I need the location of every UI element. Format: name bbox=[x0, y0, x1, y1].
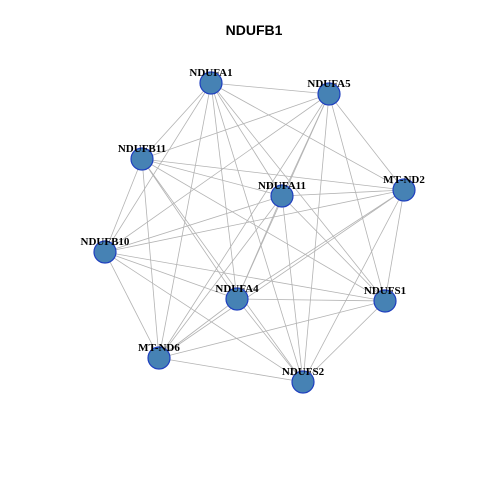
node-NDUFA4[interactable]: NDUFA4 bbox=[215, 283, 259, 311]
node-circle-NDUFB10[interactable] bbox=[93, 240, 117, 264]
node-label-NDUFS1: NDUFS1 bbox=[364, 285, 406, 297]
edge-NDUFB11-NDUFB10 bbox=[104, 158, 143, 253]
edge-NDUFB11-MT-ND6 bbox=[141, 158, 160, 359]
edge-NDUFB10-MT-ND6 bbox=[104, 251, 160, 359]
node-circle-NDUFS2[interactable] bbox=[291, 370, 315, 394]
edge-NDUFB11-NDUFA11 bbox=[141, 158, 283, 197]
edge-NDUFA1-MT-ND2 bbox=[210, 82, 405, 191]
edge-NDUFA1-NDUFB10 bbox=[104, 82, 212, 253]
node-circle-NDUFA5[interactable] bbox=[317, 82, 341, 106]
node-label-NDUFA11: NDUFA11 bbox=[258, 180, 306, 192]
node-label-NDUFA1: NDUFA1 bbox=[189, 67, 232, 79]
edge-NDUFB11-MT-ND2 bbox=[141, 158, 405, 191]
node-NDUFB11[interactable]: NDUFB11 bbox=[118, 143, 166, 171]
edge-NDUFA1-NDUFA11 bbox=[210, 82, 283, 197]
node-circle-NDUFA1[interactable] bbox=[199, 71, 223, 95]
edge-NDUFA1-NDUFB11 bbox=[141, 82, 212, 160]
edge-NDUFB10-NDUFA4 bbox=[104, 251, 238, 300]
edge-MT-ND2-MT-ND6 bbox=[158, 189, 405, 359]
edge-NDUFA1-NDUFA4 bbox=[210, 82, 238, 300]
node-circle-NDUFS1[interactable] bbox=[373, 289, 397, 313]
edge-NDUFA5-NDUFB10 bbox=[104, 93, 330, 253]
node-label-MT-ND6: MT-ND6 bbox=[138, 342, 180, 354]
node-NDUFS2[interactable]: NDUFS2 bbox=[282, 366, 325, 394]
edge-NDUFA5-NDUFB11 bbox=[141, 93, 330, 160]
node-layer: NDUFA1NDUFA5NDUFB11MT-ND2NDUFA11NDUFB10N… bbox=[81, 67, 425, 394]
edge-NDUFB11-NDUFS1 bbox=[141, 158, 386, 302]
edge-NDUFA4-MT-ND6 bbox=[158, 298, 238, 359]
node-label-MT-ND2: MT-ND2 bbox=[383, 174, 425, 186]
edge-NDUFB11-NDUFS2 bbox=[141, 158, 304, 383]
edge-NDUFS1-NDUFA4 bbox=[236, 298, 386, 302]
node-label-NDUFB10: NDUFB10 bbox=[81, 236, 130, 248]
edge-layer bbox=[104, 82, 405, 383]
node-NDUFA11[interactable]: NDUFA11 bbox=[258, 180, 306, 208]
node-NDUFB10[interactable]: NDUFB10 bbox=[81, 236, 130, 264]
node-MT-ND6[interactable]: MT-ND6 bbox=[138, 342, 180, 370]
edge-NDUFA5-NDUFS2 bbox=[302, 93, 330, 383]
edge-MT-ND2-NDUFA11 bbox=[281, 189, 405, 197]
node-NDUFS1[interactable]: NDUFS1 bbox=[364, 285, 406, 313]
edge-NDUFA11-NDUFS1 bbox=[281, 195, 386, 302]
node-label-NDUFA5: NDUFA5 bbox=[307, 78, 351, 90]
node-circle-MT-ND6[interactable] bbox=[147, 346, 171, 370]
edge-NDUFA5-MT-ND2 bbox=[328, 93, 405, 191]
node-label-NDUFS2: NDUFS2 bbox=[282, 366, 325, 378]
node-MT-ND2[interactable]: MT-ND2 bbox=[383, 174, 425, 202]
edge-NDUFA1-NDUFS1 bbox=[210, 82, 386, 302]
node-label-NDUFB11: NDUFB11 bbox=[118, 143, 166, 155]
edge-NDUFS1-MT-ND6 bbox=[158, 300, 386, 359]
edge-NDUFA1-NDUFA5 bbox=[210, 82, 330, 95]
edge-NDUFB10-NDUFS2 bbox=[104, 251, 304, 383]
edge-NDUFS1-NDUFS2 bbox=[302, 300, 386, 383]
edge-MT-ND2-NDUFA4 bbox=[236, 189, 405, 300]
edge-MT-ND2-NDUFB10 bbox=[104, 189, 405, 253]
edge-MT-ND6-NDUFS2 bbox=[158, 357, 304, 383]
edge-NDUFA11-NDUFS2 bbox=[281, 195, 304, 383]
edge-NDUFA4-NDUFS2 bbox=[236, 298, 304, 383]
node-circle-NDUFA4[interactable] bbox=[225, 287, 249, 311]
node-circle-MT-ND2[interactable] bbox=[392, 178, 416, 202]
node-NDUFA5[interactable]: NDUFA5 bbox=[307, 78, 351, 106]
edge-NDUFA5-NDUFS1 bbox=[328, 93, 386, 302]
node-circle-NDUFA11[interactable] bbox=[270, 184, 294, 208]
node-label-NDUFA4: NDUFA4 bbox=[215, 283, 259, 295]
diagram-title: NDUFB1 bbox=[226, 22, 283, 38]
edge-NDUFA1-NDUFS2 bbox=[210, 82, 304, 383]
edge-NDUFA1-MT-ND6 bbox=[158, 82, 212, 359]
edge-NDUFA5-MT-ND6 bbox=[158, 93, 330, 359]
edge-NDUFA11-NDUFB10 bbox=[104, 195, 283, 253]
edge-MT-ND2-NDUFS1 bbox=[384, 189, 405, 302]
edge-NDUFA11-NDUFA4 bbox=[236, 195, 283, 300]
node-circle-NDUFB11[interactable] bbox=[130, 147, 154, 171]
edge-MT-ND2-NDUFS2 bbox=[302, 189, 405, 383]
node-NDUFA1[interactable]: NDUFA1 bbox=[189, 67, 233, 95]
edge-NDUFB10-NDUFS1 bbox=[104, 251, 386, 302]
edge-NDUFA11-MT-ND6 bbox=[158, 195, 283, 359]
